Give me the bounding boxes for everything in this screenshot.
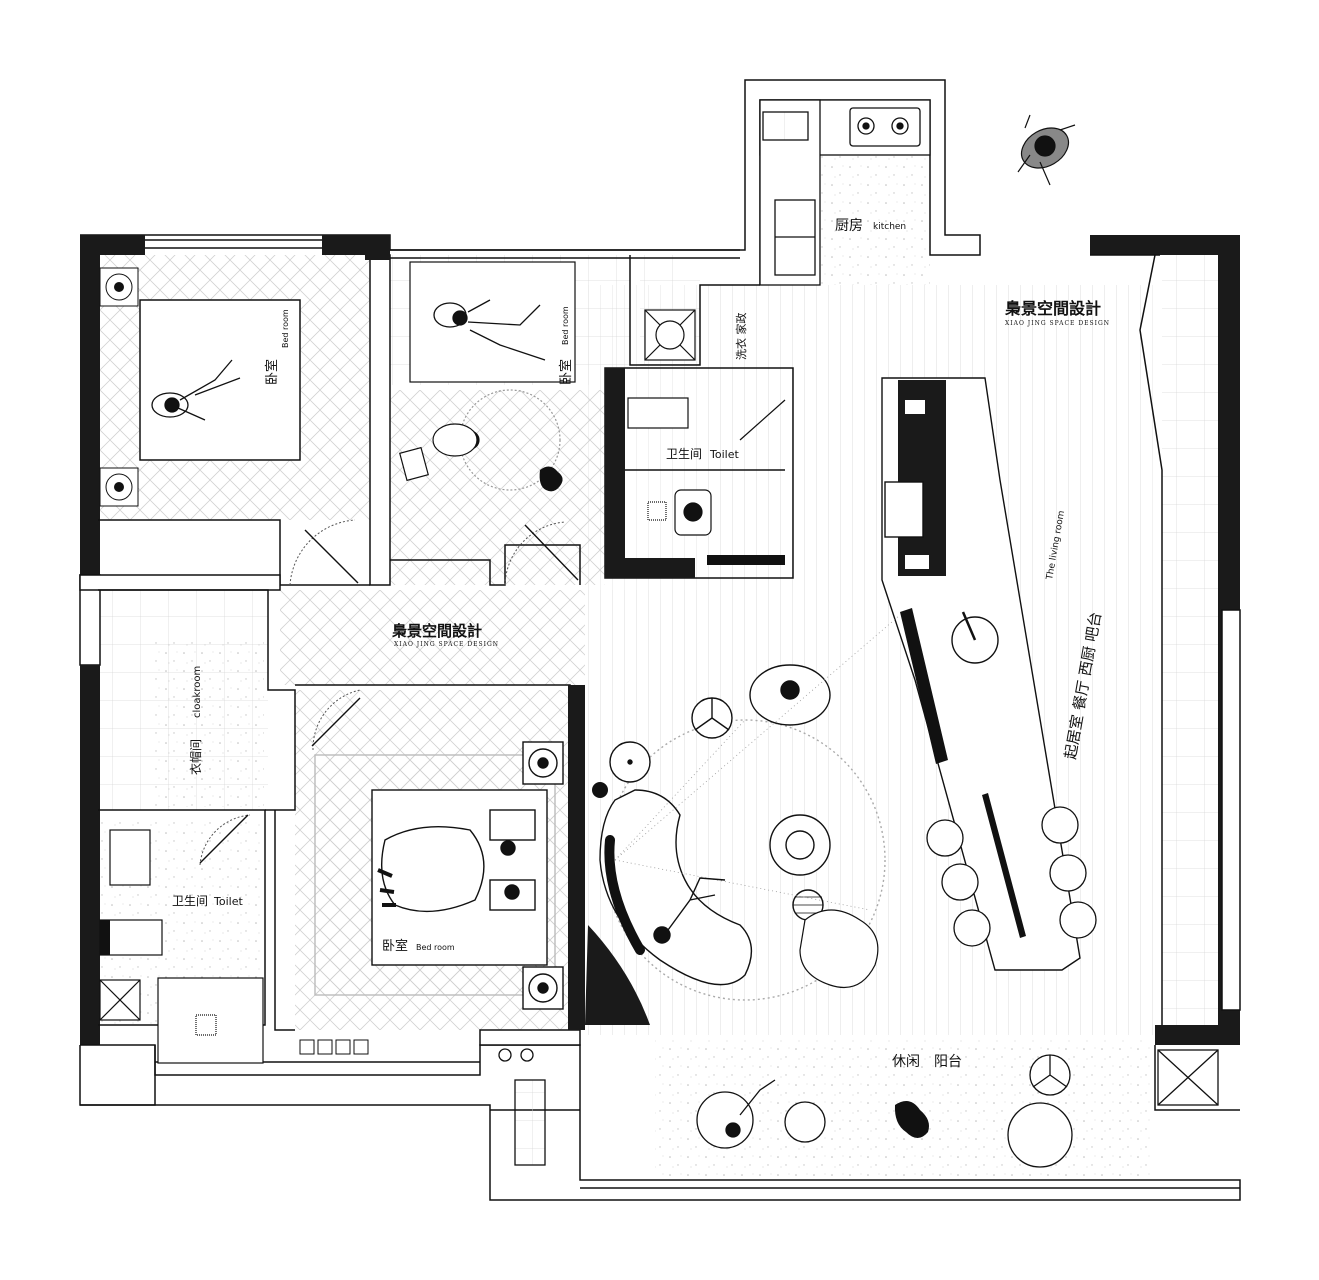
- cloakroom-floor-inner: [152, 642, 264, 807]
- person-icon: [500, 840, 516, 856]
- cloakroom: 衣帽间 cloakroom: [188, 666, 203, 775]
- room-label-en: Toilet: [213, 895, 243, 908]
- balcony: 休闲 阳台: [498, 1048, 1219, 1168]
- island-sink-icon: [884, 481, 924, 538]
- bed-tl: [139, 299, 301, 461]
- toilet-center: 卫生间 Toilet: [627, 397, 786, 565]
- brand-logo-hall: 梟景空間設計: [391, 622, 482, 640]
- living-lounge: [592, 614, 901, 1001]
- room-label-zh: 卫生间: [666, 447, 702, 461]
- kitchen: 厨房 kitchen: [759, 99, 931, 286]
- side-table-icon: [784, 1101, 826, 1143]
- entry-arc: [585, 925, 650, 1025]
- armchair-icon: [1007, 1102, 1073, 1168]
- door-leaves: [199, 524, 579, 864]
- doors: [199, 519, 566, 866]
- room-label-en: kitchen: [873, 222, 906, 232]
- room-label-zh: 卫生间: [172, 894, 208, 908]
- bathtub: [627, 397, 689, 429]
- study: [399, 389, 563, 492]
- room-label-en: Bed room: [561, 306, 570, 345]
- room-label-zh: 卧室: [558, 359, 574, 385]
- room-label-zh: 洗衣 家政: [734, 313, 748, 361]
- bedroom-main: 卧室 Bed room: [314, 741, 564, 1010]
- right-strip-floor: [1162, 255, 1220, 1025]
- bedroom-tl: 卧室 Bed room: [99, 267, 301, 507]
- kitchen-floor: [820, 155, 930, 285]
- bed-main: [371, 789, 548, 966]
- lounging-person-icon: [653, 877, 726, 944]
- room-label-zh: 休闲 阳台: [892, 1054, 962, 1070]
- rug-icon: [604, 719, 886, 1001]
- floor-drain-icon: [195, 1014, 217, 1036]
- hall-floor: [280, 590, 585, 685]
- laptop-icon: [399, 446, 429, 482]
- laundry: 洗衣 家政: [644, 309, 748, 361]
- room-label-en: Bed room: [416, 943, 455, 952]
- basin-icon: [109, 829, 151, 886]
- toilet-left: 卫生间 Toilet: [99, 829, 264, 1064]
- walking-person-icon: [1017, 114, 1076, 186]
- room-label-en: Bed room: [281, 309, 290, 348]
- lamp-icon: [105, 473, 133, 501]
- bedroom-tm: 卧室 Bed room: [409, 261, 576, 385]
- person-icon: [504, 884, 520, 900]
- brand-sub-top: XIAO JING SPACE DESIGN: [1005, 320, 1110, 327]
- room-label-zh: 卧室: [382, 938, 408, 954]
- bed-tm: [409, 261, 576, 383]
- dog-icon: [539, 466, 563, 492]
- dining-chairs: [926, 806, 1097, 947]
- brand-sub-hall: XIAO JING SPACE DESIGN: [394, 641, 499, 648]
- room-label-zh: 衣帽间: [188, 739, 203, 775]
- room-label-en: cloakroom: [192, 666, 203, 718]
- island: [881, 377, 1081, 971]
- bottom-window-frames: [299, 1039, 369, 1055]
- dog-icon: [894, 1101, 929, 1138]
- room-label-zh: 卧室: [264, 359, 280, 385]
- walls-outline: [79, 79, 1241, 1201]
- sleeping-person-icon: [433, 299, 546, 361]
- room-label-en: Toilet: [709, 448, 739, 461]
- study-floor: [390, 390, 605, 585]
- lounge-chair-icon: [799, 909, 879, 989]
- room-label-zh: 厨房: [835, 218, 863, 234]
- floor-drain-icon: [647, 501, 667, 521]
- lounge-chair-icon: [696, 1091, 754, 1149]
- sleeping-person-icon: [151, 359, 241, 421]
- lamp-icon: [105, 273, 133, 301]
- brand-logo-top: 梟景空間設計: [1004, 299, 1101, 318]
